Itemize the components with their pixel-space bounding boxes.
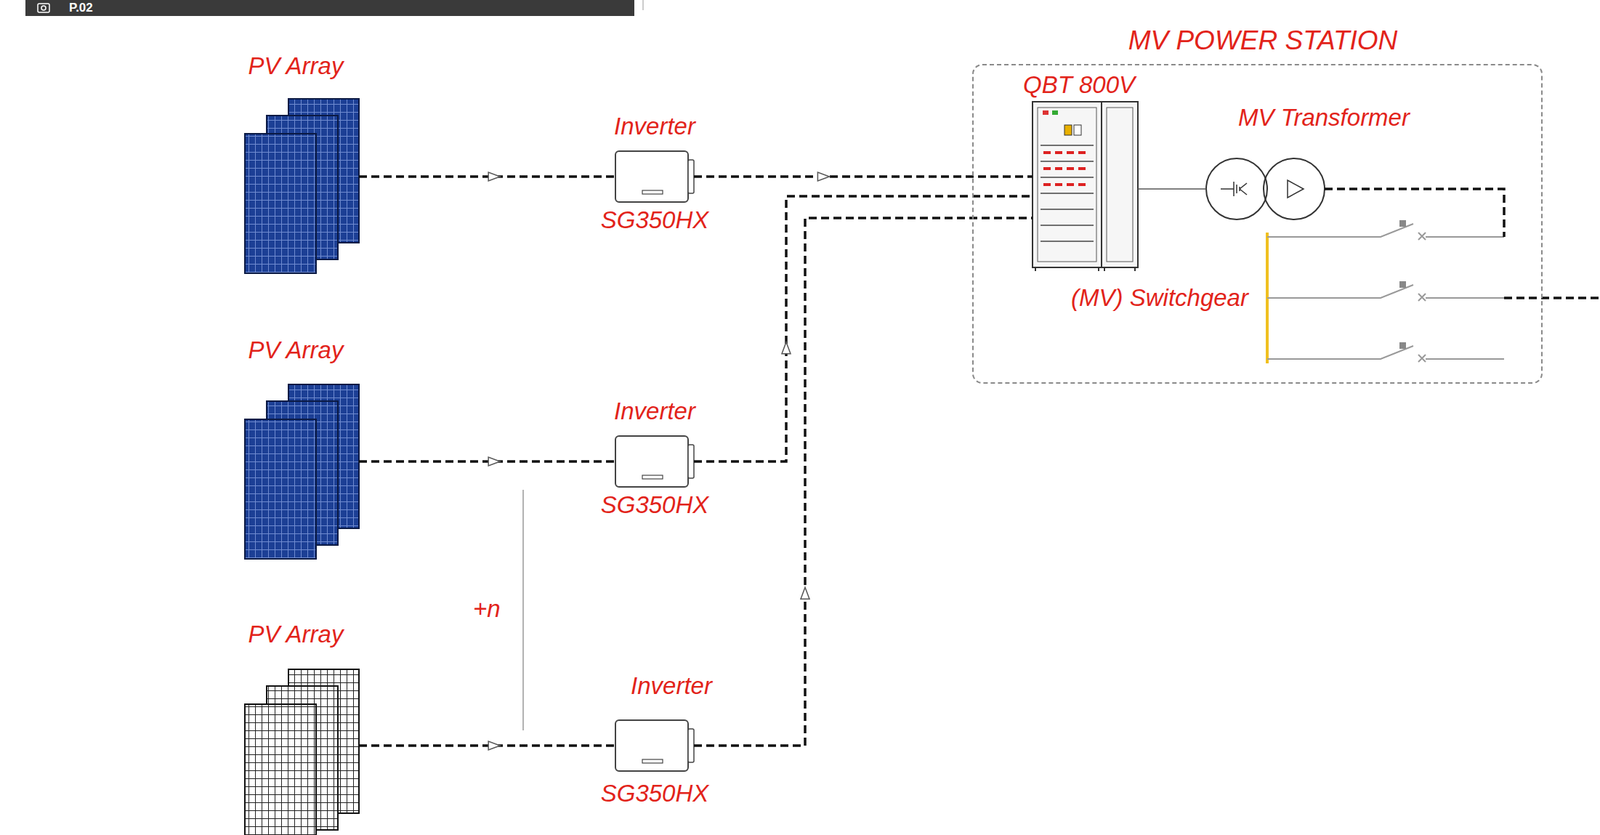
lv-cabinet <box>1042 110 1049 115</box>
node-label: PV Array <box>248 621 344 648</box>
arrow-head <box>800 587 810 599</box>
connector-line <box>1324 188 1505 237</box>
pv-panels <box>244 98 359 274</box>
pv-panels <box>244 384 359 559</box>
node-anchor <box>615 435 694 487</box>
connector-line <box>693 196 1033 462</box>
transformer-symbol <box>1287 180 1304 198</box>
title-bar <box>37 3 50 13</box>
node-label: PV Array <box>248 53 344 80</box>
lv-cabinet <box>1106 107 1133 262</box>
model-label: SG350HX <box>600 491 710 519</box>
connector-line <box>693 217 1033 746</box>
arrow-head <box>488 741 500 750</box>
node-label: MV Transformer <box>1238 104 1410 131</box>
node-label: PV Array <box>248 337 344 364</box>
pv-panels <box>244 98 359 835</box>
node-anchor <box>244 98 359 274</box>
node-label: Inverter <box>613 113 696 140</box>
inverter-icon <box>615 151 694 202</box>
connector <box>693 196 1033 462</box>
node-anchor <box>244 669 359 834</box>
inverter-icon <box>615 435 694 487</box>
node-anchor <box>615 720 694 771</box>
mv-transformer: MV Transformer <box>1198 100 1425 224</box>
lv-cabinet <box>1101 101 1138 268</box>
arrow-head <box>488 172 500 181</box>
connector <box>358 172 616 181</box>
connector-line <box>1137 188 1207 190</box>
inverter-icon <box>615 720 694 771</box>
node-anchor <box>244 384 359 559</box>
connector <box>1137 188 1207 190</box>
pv-array: PV Array <box>239 334 371 561</box>
connector-line <box>693 175 1033 179</box>
connector <box>358 741 616 750</box>
switchgear-symbol <box>1267 284 1505 301</box>
node-label: Inverter <box>630 672 713 700</box>
inverter: InverterSG350HX <box>581 108 727 237</box>
connector <box>1324 188 1505 237</box>
node-anchor <box>1267 236 1505 364</box>
title-bar <box>643 0 644 11</box>
transformer-symbol <box>1206 158 1268 220</box>
arrow-head <box>488 457 500 466</box>
model-label: SG350HX <box>600 207 710 234</box>
transformer-symbol <box>1220 181 1247 197</box>
node-anchor <box>1206 158 1325 220</box>
connector <box>358 457 616 466</box>
title-bar <box>25 0 635 16</box>
page-number: P.02 <box>69 1 94 16</box>
grid-feed-line <box>1504 296 1600 300</box>
repeat-bracket <box>523 489 524 731</box>
repeat-bracket <box>522 489 524 731</box>
connector-line <box>358 459 616 463</box>
grid-feed-line <box>1504 297 1600 299</box>
pv-panels <box>244 669 359 835</box>
connector-line <box>358 175 616 179</box>
lv-cabinet <box>1064 124 1072 136</box>
switchgear-symbol <box>1267 223 1505 240</box>
switchgear-symbol <box>1399 281 1406 288</box>
transformer-symbol <box>1206 158 1325 220</box>
lv-cabinet <box>1043 152 1086 185</box>
connector <box>693 217 1033 746</box>
switchgear-symbol <box>1267 220 1505 364</box>
switchgear-symbol <box>1399 342 1406 349</box>
lv-cabinet <box>1052 110 1058 115</box>
model-label: SG350HX <box>600 780 710 807</box>
node-label: MV POWER STATION <box>1128 26 1399 56</box>
lv-cabinet: QBT 800V <box>1024 69 1149 273</box>
lv-cabinet <box>1035 267 1135 272</box>
pv-array: PV Array <box>239 49 371 277</box>
lv-cabinet <box>1032 101 1102 268</box>
lv-cabinet <box>1040 145 1094 242</box>
node-anchor <box>615 151 694 202</box>
title-bar <box>25 0 644 16</box>
lv-cabinet <box>1073 124 1082 136</box>
node-label: QBT 800V <box>1023 71 1135 99</box>
title-bar <box>41 5 46 11</box>
lv-cabinet <box>1032 101 1138 272</box>
inverter: InverterSG350HX <box>581 393 727 521</box>
switchgear-symbol <box>1399 220 1406 227</box>
repeat-count: +n <box>473 595 501 622</box>
connector <box>693 172 1033 181</box>
transformer-symbol <box>1263 158 1325 220</box>
connector-line <box>358 744 616 747</box>
arrow-head <box>781 342 791 354</box>
node-label: (MV) Switchgear <box>1071 284 1249 311</box>
node-anchor <box>1032 101 1138 268</box>
arrow-head <box>817 172 830 181</box>
pv-array: PV Array <box>239 618 371 834</box>
inverter: InverterSG350HX <box>581 669 742 810</box>
node-label: Inverter <box>613 398 696 425</box>
power-station: MV POWER STATION QBT 800V MV Transformer (M… <box>972 20 1543 384</box>
switchgear-symbol <box>1267 345 1505 362</box>
mv-switchgear: (MV) Switchgear <box>1062 226 1509 368</box>
lv-cabinet <box>1037 107 1097 262</box>
